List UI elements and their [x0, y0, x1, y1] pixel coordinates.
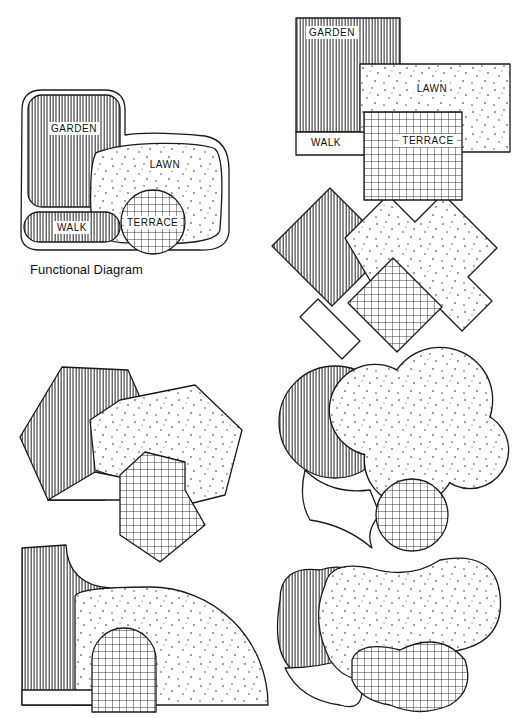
- area-shape: [24, 212, 120, 242]
- walk-shape: [22, 690, 96, 705]
- area-label: TERRACE: [399, 134, 456, 147]
- terrace-shape: [376, 479, 448, 551]
- terrace-shape: [348, 258, 442, 352]
- area-label: WALK: [54, 221, 90, 234]
- terrace-shape: [92, 628, 156, 712]
- area-label: WALK: [308, 136, 344, 149]
- area-label: LAWN: [414, 82, 451, 95]
- arc-study: [22, 545, 268, 712]
- sketch-outline: [21, 90, 229, 250]
- area-label: TERRACE: [124, 216, 181, 229]
- area-label: LAWN: [147, 158, 184, 171]
- area-shape: [121, 190, 185, 254]
- terrace-shape: [120, 452, 205, 562]
- diagram-caption: Functional Diagram: [30, 262, 143, 277]
- circular-study: [279, 348, 508, 551]
- area-label: GARDEN: [48, 122, 100, 135]
- walk-shape: [48, 472, 125, 500]
- terrace-area: TERRACE: [364, 112, 462, 200]
- curvilinear-study: [278, 558, 501, 711]
- walk-area: WALK: [24, 212, 120, 242]
- area-shape: [364, 112, 462, 200]
- area-label: GARDEN: [306, 26, 358, 39]
- angular-study: [20, 367, 242, 562]
- area-outline: [364, 112, 462, 200]
- terrace-shape: [352, 642, 468, 712]
- walk-shape: [300, 299, 360, 359]
- walk-shape: [302, 470, 380, 548]
- terrace-area: TERRACE: [120, 190, 186, 254]
- diamond-study: [272, 188, 497, 359]
